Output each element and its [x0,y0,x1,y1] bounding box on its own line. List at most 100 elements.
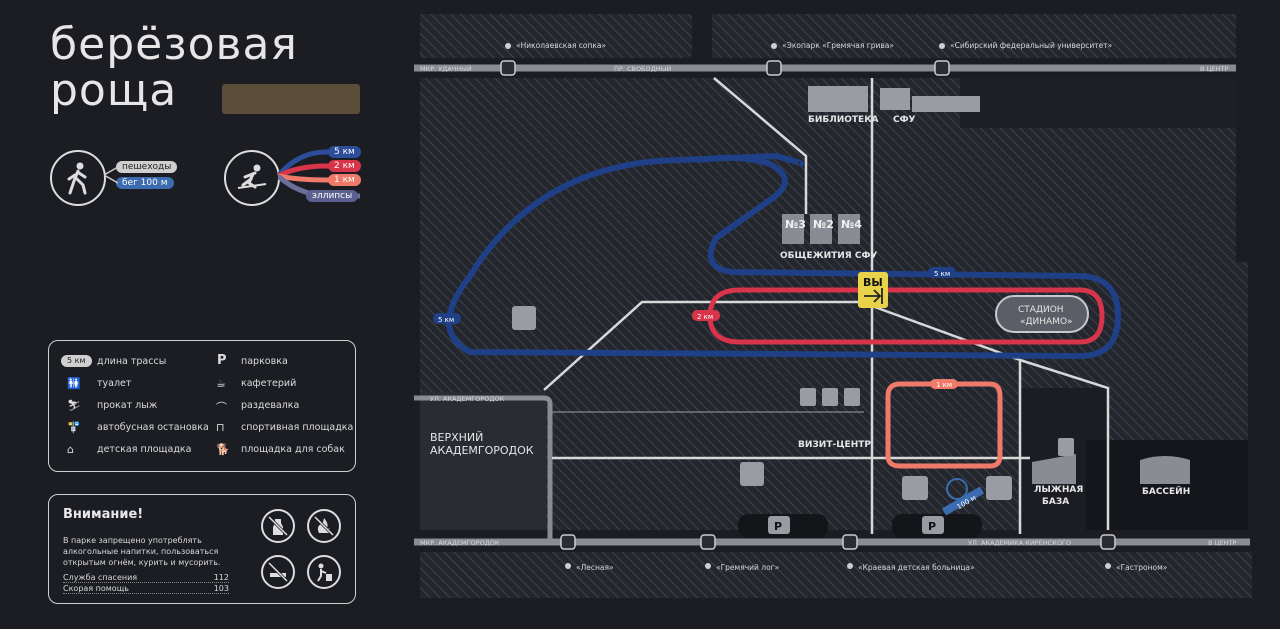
bus-stop-sfu-icon [934,60,950,76]
badge-5km-bg [928,267,956,278]
legend-toilet: туалет [97,378,132,389]
ellipses-pill: эллипсы [306,190,359,202]
area-north-right [712,14,1236,58]
label-sfu: СФУ [893,115,916,125]
label-5km-left: 5 км [438,316,454,324]
route-1km [885,381,1003,469]
ambulance-label: Скорая помощь [63,584,129,593]
legend-parking: парковка [241,356,288,367]
parking-icon: P [217,353,227,368]
stop-gremyachiy: «Гремячий лог» [716,563,780,572]
route-2km [707,287,1105,345]
bus-stop-ecopark-icon [766,60,782,76]
stop-pins [505,43,1111,569]
badge-1km-bg [930,379,958,389]
street-top-left: МКР. УДАЧНЫЙ [420,64,472,73]
stop-hospital: «Краевая детская больница» [858,563,975,572]
bus-stop-icon: 🚏 [67,421,81,434]
legend-sports-ground: спортивная площадка [241,422,354,433]
route-1km-pill: 1 км [328,174,361,186]
rescue-phone-row: Служба спасения 112 [63,573,229,583]
ski-rental-icon: ⛷ [67,399,81,412]
bus-stops [500,60,1116,550]
label-dorm3: №3 [785,218,806,231]
label-stadium-2: «ДИНАМО» [1020,317,1073,327]
ambulance-number: 103 [213,584,229,593]
building-dorm4 [838,214,860,244]
dog-area-icon: 🐕 [216,443,230,456]
warning-text: В парке запрещено употреблять алкогольны… [63,536,221,567]
legend-playground: детская площадка [97,444,192,455]
area-north-left [420,14,692,58]
to-center-top: В ЦЕНТР [1200,65,1229,73]
area-ne-dark [960,78,1236,128]
exit-marker [858,272,888,308]
area-pool-block [1086,440,1248,530]
no-littering-icon [307,555,341,589]
bus-stop-lesnaya-icon [560,534,576,550]
area-upper-akadem [420,392,546,530]
no-smoking-icon [261,555,295,589]
walking-paths [543,77,1110,534]
stop-sfu: «Сибирский федеральный университет» [950,41,1113,50]
parking-icon-1 [768,516,790,534]
damaged-plaque [222,84,360,114]
no-alcohol-icon [261,509,295,543]
label-1km: 1 км [936,381,952,389]
label-visit-center: ВИЗИТ-ЦЕНТР [798,440,871,450]
street-bottom-right: УЛ. АКАДЕМИКА КИРЕНСКОГО [968,539,1071,547]
route-5km [446,152,1122,360]
run-100m-pill: бег 100 м [116,177,174,189]
road-akademgorodok [414,395,553,542]
legend-track-badge: 5 км [61,355,92,367]
bus-stop-gremyachiy-icon [700,534,716,550]
ellipse-icon-map [946,478,968,500]
route-100m [941,486,985,516]
rescue-number: 112 [213,573,229,582]
legend-dog-area: площадка для собак [241,444,345,455]
legend-box: 5 км длина трассы 🚻 туалет ⛷ прокат лыж … [48,340,356,472]
exit-arrow-icon [864,288,883,304]
label-library: БИБЛИОТЕКА [808,115,879,125]
building-ski-base [1032,454,1076,484]
ambulance-phone-row: Скорая помощь 103 [63,584,229,594]
cafe-icon: ☕ [216,377,226,390]
park-title-line1: берёзовая [50,19,298,70]
street-bottom-left: МКР. АКАДЕМГОРОДОК [420,539,500,547]
bus-stop-gastronom-icon [1100,534,1116,550]
warning-title: Внимание! [63,507,144,522]
building-sfu [880,88,980,112]
legend-ski-rental: прокат лыж [97,400,158,411]
dog-area-icon-map [902,476,928,500]
label-stadium-1: СТАДИОН [1018,305,1064,315]
stop-ecopark: «Экопарк «Гремячая грива» [782,41,894,50]
rescue-label: Служба спасения [63,573,138,582]
label-ski-base-1: ЛЫЖНАЯ [1034,485,1083,495]
cloakroom-icon: ⌒ [216,401,227,414]
stadium-dinamo [995,295,1089,333]
area-south [420,552,1252,598]
warning-box: Внимание! В парке запрещено употреблять … [48,494,356,604]
playground-icon-south [740,462,764,486]
label-dorm4: №4 [841,218,862,231]
mode-connector [104,166,118,184]
building-pool [1140,456,1190,484]
playground-icon-north [512,306,536,330]
cafe-icon-map [822,388,838,406]
legend-cafe: кафетерий [241,378,297,389]
label-exit: ВЫ [863,276,883,289]
park-title: берёзовая роща [50,22,298,114]
legend-bus-stop: автобусная остановка [97,422,209,433]
label-upper-akadem-2: АКАДЕМГОРОДОК [430,444,534,457]
building-library [808,86,868,112]
label-ski-base-2: БАЗА [1042,497,1069,507]
label-dorms: ОБЩЕЖИТИЯ СФУ [780,251,877,261]
bus-stop-hospital-icon [842,534,858,550]
parking-icon-2 [922,516,944,534]
stop-gastronom: «Гастроном» [1116,563,1168,572]
building-dorm2 [810,214,832,244]
to-center-bottom: В ЦЕНТР [1208,539,1237,547]
pedestrians-pill: пешеходы [116,161,178,173]
